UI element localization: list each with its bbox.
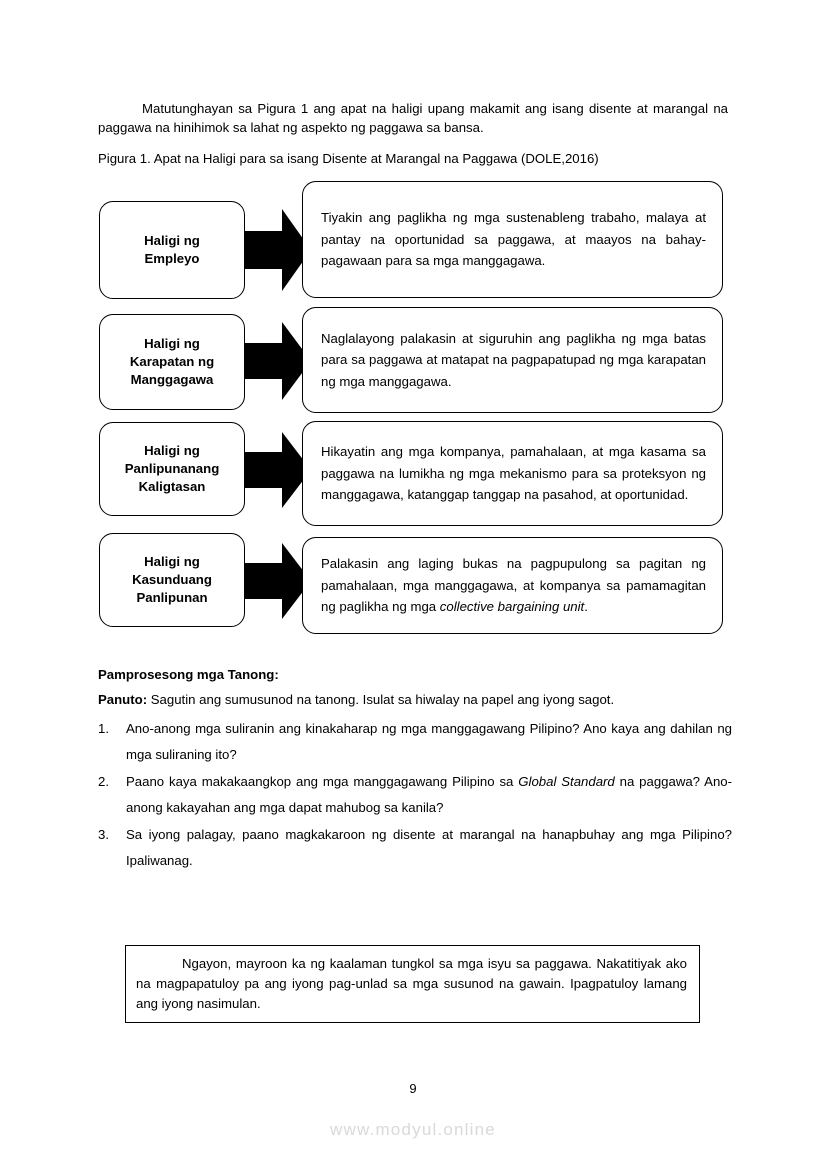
pillar-box-4[interactable]: Haligi ng Kasunduang Panlipunan bbox=[99, 533, 245, 627]
question-text-2-italic: Global Standard bbox=[518, 773, 615, 789]
page-number: 9 bbox=[409, 1081, 417, 1096]
watermark-text: www.modyul.online bbox=[330, 1120, 496, 1139]
description-box-3[interactable]: Hikayatin ang mga kompanya, pamahalaan, … bbox=[302, 421, 723, 526]
pillar-box-2[interactable]: Haligi ng Karapatan ng Manggagawa bbox=[99, 314, 245, 410]
description-text-2: Naglalayong palakasin at siguruhin ang p… bbox=[321, 330, 706, 389]
description-text-4-part2: . bbox=[584, 599, 588, 615]
question-number-1: 1. bbox=[98, 721, 109, 736]
description-text-4-italic: collective bargaining unit bbox=[439, 599, 585, 615]
pillar-label-4: Haligi ng Kasunduang Panlipunan bbox=[132, 553, 212, 606]
pillar-label-3-line2: Panlipunanang bbox=[124, 461, 220, 477]
question-text-3: Sa iyong palagay, paano magkakaroon ng d… bbox=[126, 826, 732, 869]
panuto-text: Sagutin ang sumusunod na tanong. Isulat … bbox=[147, 692, 615, 707]
right-arrow-icon-1 bbox=[244, 207, 312, 293]
description-box-1[interactable]: Tiyakin ang paglikha ng mga sustenableng… bbox=[302, 181, 723, 298]
pillar-label-3-line3: Kaligtasan bbox=[138, 478, 206, 494]
pillar-label-1-line2: Empleyo bbox=[144, 251, 200, 266]
panuto-label: Panuto: bbox=[98, 692, 148, 707]
pillar-label-4-line3: Panlipunan bbox=[136, 589, 208, 605]
question-number-3: 3. bbox=[98, 826, 109, 842]
description-text-1: Tiyakin ang paglikha ng mga sustenableng… bbox=[321, 210, 706, 269]
pillar-label-3-line1: Haligi ng bbox=[144, 443, 200, 459]
right-arrow-icon-3 bbox=[244, 430, 312, 510]
question-item-3: 3. Sa iyong palagay, paano magkakaroon n… bbox=[98, 822, 732, 875]
questions-list: 1. Ano-anong mga suliranin ang kinakahar… bbox=[98, 716, 732, 874]
intro-paragraph: Matutunghayan sa Pigura 1 ang apat na ha… bbox=[98, 101, 728, 136]
pillar-box-3[interactable]: Haligi ng Panlipunanang Kaligtasan bbox=[99, 422, 245, 516]
pillar-label-2-line2: Karapatan ng bbox=[129, 354, 215, 370]
question-text-2-part2: na paggawa? Ano-anong kakayahan ang mga … bbox=[126, 773, 732, 816]
question-text-1: Ano-anong mga suliranin ang kinakaharap … bbox=[126, 721, 732, 763]
right-arrow-icon-2 bbox=[244, 320, 312, 402]
pillar-label-3: Haligi ng Panlipunanang Kaligtasan bbox=[125, 442, 220, 495]
question-item-2: 2. Paano kaya makakaangkop ang mga mangga… bbox=[98, 769, 732, 822]
pillar-label-2-line3: Manggagawa bbox=[130, 371, 214, 387]
pillar-box-1[interactable]: Haligi ng Empleyo bbox=[99, 201, 245, 299]
pillar-label-1: Haligi ng Empleyo bbox=[144, 232, 200, 268]
pillar-label-1-line1: Haligi ng bbox=[144, 233, 200, 249]
closing-note-text: Ngayon, mayroon ka ng kaalaman tungkol s… bbox=[136, 956, 687, 1011]
processing-questions-heading: Pamprosesong mga Tanong: bbox=[98, 667, 279, 682]
pillar-label-2-line1: Haligi ng bbox=[144, 336, 200, 352]
pillar-label-4-line1: Haligi ng bbox=[144, 554, 200, 570]
question-text-2-part1: Paano kaya makakaangkop ang mga manggaga… bbox=[126, 773, 519, 789]
description-text-4-part1: Palakasin ang laging bukas na pagpupulon… bbox=[321, 556, 706, 615]
description-text-4: Palakasin ang laging bukas na pagpupulon… bbox=[303, 553, 722, 617]
panuto-line: Panuto: Sagutin ang sumusunod na tanong.… bbox=[98, 690, 738, 709]
closing-note-box: Ngayon, mayroon ka ng kaalaman tungkol s… bbox=[125, 945, 700, 1023]
pillar-label-4-line2: Kasunduang bbox=[132, 572, 212, 588]
right-arrow-icon-4 bbox=[244, 541, 312, 621]
question-number-2: 2. bbox=[98, 773, 109, 789]
description-box-2[interactable]: Naglalayong palakasin at siguruhin ang p… bbox=[302, 307, 723, 413]
description-text-3: Hikayatin ang mga kompanya, pamahalaan, … bbox=[321, 444, 706, 503]
question-item-1: 1. Ano-anong mga suliranin ang kinakahar… bbox=[98, 716, 732, 769]
pillar-label-2: Haligi ng Karapatan ng Manggagawa bbox=[130, 335, 214, 388]
figure-caption: Pigura 1. Apat na Haligi para sa isang D… bbox=[98, 151, 599, 166]
description-box-4[interactable]: Palakasin ang laging bukas na pagpupulon… bbox=[302, 537, 723, 634]
